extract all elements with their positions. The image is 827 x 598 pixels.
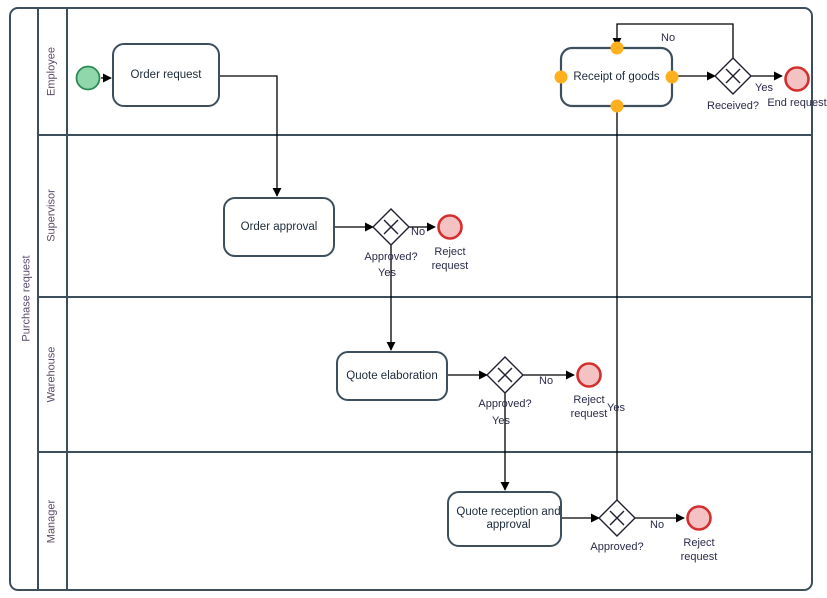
gateway-approved-warehouse[interactable]: [486, 356, 524, 394]
connector-order-request-to-order-approval[interactable]: [219, 75, 282, 197]
anchor-dot-right[interactable]: [665, 70, 679, 84]
connector-received-no-loop-to-receipt[interactable]: [612, 23, 734, 58]
pool-purchase-request[interactable]: [9, 7, 813, 591]
anchor-dot-top[interactable]: [610, 41, 624, 55]
task-order-approval[interactable]: [223, 197, 335, 257]
task-receipt-of-goods[interactable]: [559, 46, 674, 108]
end-event-end-request[interactable]: [784, 66, 810, 92]
end-event-reject-warehouse[interactable]: [576, 362, 602, 388]
task-quote-elaboration[interactable]: [336, 351, 448, 401]
anchor-dot-left[interactable]: [554, 70, 568, 84]
end-event-reject-manager[interactable]: [686, 505, 712, 531]
gateway-approved-supervisor[interactable]: [372, 208, 410, 246]
pool-border[interactable]: [9, 7, 813, 591]
gateway-received[interactable]: [714, 57, 752, 95]
gateway-approved-manager[interactable]: [598, 499, 636, 537]
start-event-icon[interactable]: [75, 65, 101, 91]
task-order-request[interactable]: [112, 43, 220, 107]
end-event-reject-supervisor[interactable]: [437, 214, 463, 240]
task-quote-reception-and-approval[interactable]: [447, 491, 562, 547]
anchor-dot-bottom[interactable]: [610, 99, 624, 113]
